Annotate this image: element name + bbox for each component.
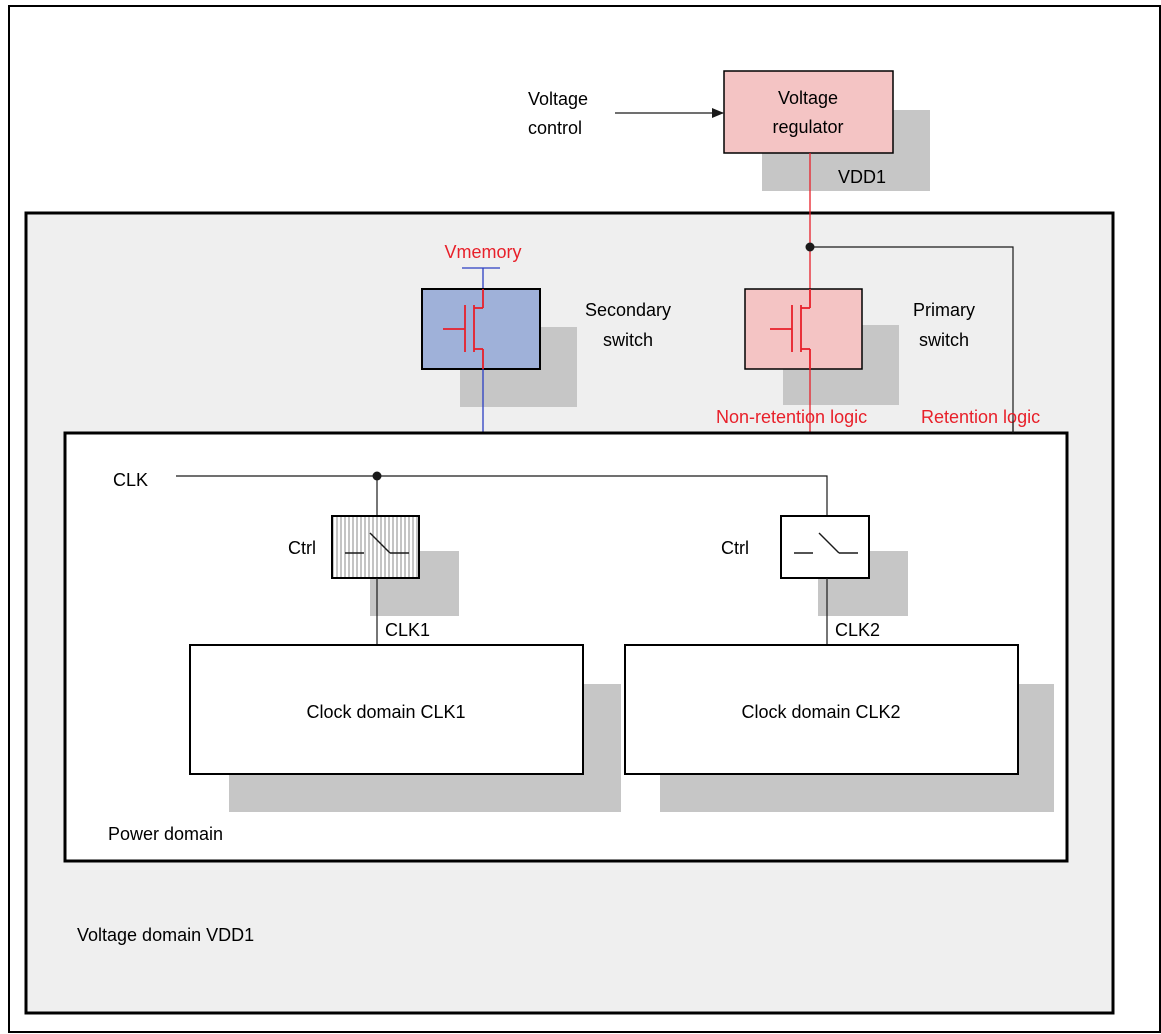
ctrl2-gate-box <box>780 515 870 579</box>
primary-switch-box <box>744 288 863 370</box>
voltage-control-line1: Voltage <box>528 89 588 109</box>
primary-switch-label-line1: Primary <box>913 300 975 320</box>
regulator-label-line1: Voltage <box>778 88 838 108</box>
regulator-label-line2: regulator <box>772 117 843 137</box>
retention-logic-label: Retention logic <box>921 407 1040 427</box>
secondary-switch-label-line1: Secondary <box>585 300 671 320</box>
ctrl1-label: Ctrl <box>288 538 316 558</box>
primary-transistor-icon <box>770 289 811 369</box>
secondary-transistor-icon <box>443 289 484 369</box>
ctrl1-gate-box <box>331 515 420 579</box>
retention-logic-wire <box>810 246 1014 433</box>
non-retention-logic-label: Non-retention logic <box>716 407 867 427</box>
ctrl2-label: Ctrl <box>721 538 749 558</box>
voltage-regulator-box <box>723 70 894 154</box>
clock-domain-2-label: Clock domain CLK2 <box>741 702 900 722</box>
secondary-switch-label-line2: switch <box>603 330 653 350</box>
clock-domain-1-box <box>189 644 584 775</box>
clk-junction-dot <box>372 471 382 481</box>
clk1-label: CLK1 <box>385 620 430 640</box>
clk-wire <box>176 475 828 516</box>
voltage-domain-label: Voltage domain VDD1 <box>77 925 254 945</box>
clock-domain-1-label: Clock domain CLK1 <box>306 702 465 722</box>
clk2-label: CLK2 <box>835 620 880 640</box>
ctrl2-switch-icon <box>794 532 858 554</box>
clk-label: CLK <box>113 470 148 490</box>
vdd1-label: VDD1 <box>838 167 886 187</box>
power-domain-label: Power domain <box>108 824 223 844</box>
primary-switch-label-line2: switch <box>919 330 969 350</box>
secondary-switch-box <box>421 288 541 370</box>
vmemory-label: Vmemory <box>444 242 521 262</box>
ctrl1-switch-icon <box>345 532 409 554</box>
clock-domain-2-box <box>624 644 1019 775</box>
voltage-control-line2: control <box>528 118 582 138</box>
